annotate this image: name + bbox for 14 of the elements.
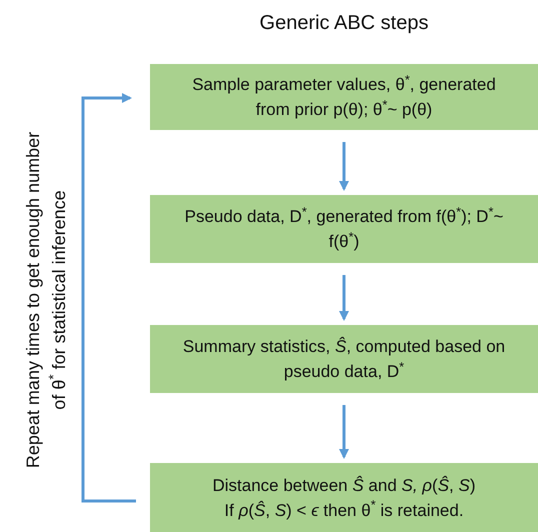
arrow <box>339 142 349 191</box>
process-box <box>150 325 538 393</box>
box-text: If ρ(Ŝ, S) < ϵ then θ$^{*}$ is retained. <box>224 498 464 522</box>
box-text: Summary statistics, Ŝ, computed based on pseudo data, D$^{*}$ <box>182 336 506 383</box>
arrow <box>339 275 349 321</box>
process-box <box>150 195 538 263</box>
box-text: Distance between Ŝ and S, ρ(Ŝ, S) <box>212 474 476 496</box>
arrow <box>339 405 349 459</box>
process-box <box>150 463 538 532</box>
box-text: Pseudo data, D$^{*}$, generated from f(θ$^{*}$); D$^{*}$~ f(θ$^{*}$) <box>184 204 504 253</box>
diagram-title: Generic ABC steps <box>258 11 430 36</box>
box-text: Sample parameter values, θ$^{*}$, generated from prior p(θ); θ$^{*}$~ p(θ) <box>191 72 497 121</box>
arrow <box>82 93 136 502</box>
process-box <box>150 64 538 130</box>
